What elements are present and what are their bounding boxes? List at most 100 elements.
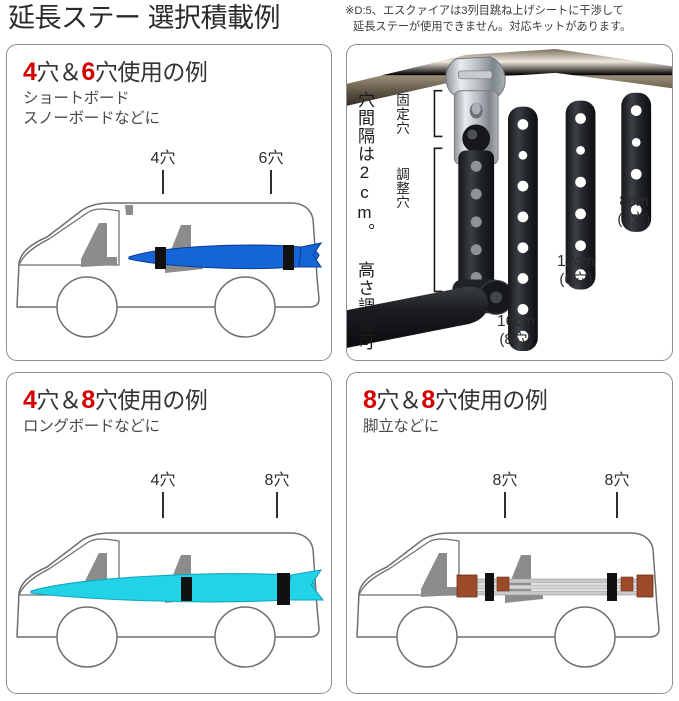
- van-antenna: [125, 205, 133, 215]
- callout-label: 8穴: [492, 472, 518, 489]
- callout-right: 8穴: [247, 471, 307, 518]
- heading-number-1: 8: [363, 386, 377, 414]
- size-label-16cm: 16cm (8穴): [477, 313, 555, 349]
- subtitle-line-2: スノーボードなどに: [23, 110, 160, 127]
- size-label-8cm: 8cm (4穴): [595, 193, 672, 229]
- van-illustration-ladder: [356, 532, 660, 668]
- longboard-tail-fins: [286, 569, 325, 601]
- ladder-bracket-left: [496, 576, 510, 592]
- bracket-fixed-hole: [433, 89, 443, 138]
- shortboard-illustration: [128, 242, 323, 270]
- mounted-stay-16cm: [458, 150, 495, 294]
- size-label-12cm: 12cm (6穴): [537, 253, 615, 289]
- van-rear-wheel: [554, 606, 616, 668]
- ladder-end-cap-left: [456, 574, 478, 598]
- note-line-1: ※D:5、エスクァイアは3列目跳ね上げシートに干渉して: [345, 5, 624, 17]
- strap-left: [485, 573, 494, 601]
- van-front-wheel: [56, 606, 118, 668]
- disclaimer-note: ※D:5、エスクァイアは3列目跳ね上げシートに干渉して 延長ステーが使用できませ…: [345, 4, 675, 35]
- panel-4-and-6-holes: 4穴＆6穴使用の例 ショートボード スノーボードなどに 4穴 6穴: [6, 44, 332, 361]
- callout-leader-line: [276, 492, 278, 518]
- callout-label: 6穴: [258, 150, 284, 167]
- size-value: 16cm: [497, 313, 535, 330]
- note-line-2: 延長ステーが使用できません。対応キットがあります。: [353, 20, 632, 33]
- heading-number-2: 6: [81, 58, 95, 86]
- heading-amp: ＆: [398, 387, 422, 413]
- van-illustration-longboard: [16, 532, 320, 668]
- bracket-adjust-hole: [433, 147, 443, 293]
- panel-4-and-8-holes: 4穴＆8穴使用の例 ロングボードなどに 4穴 8穴: [6, 372, 332, 694]
- subtitle-line-1: ショートボード: [23, 90, 130, 107]
- heading-text-2: 穴使用の例: [94, 387, 208, 413]
- page-title: 延長ステー 選択積載例: [8, 3, 281, 33]
- panel-heading: 4穴＆6穴使用の例: [23, 57, 208, 87]
- size-value: 12cm: [557, 253, 595, 270]
- stay-8cm: [621, 92, 652, 232]
- longboard-illustration: [30, 569, 325, 605]
- callout-label: 4穴: [150, 472, 176, 489]
- panel-subtitle: 脚立などに: [363, 417, 439, 437]
- heading-number-1: 4: [23, 58, 37, 86]
- size-holes: (4穴): [617, 211, 651, 228]
- shortboard-tail-fins: [298, 242, 323, 268]
- callout-right: 6穴: [241, 149, 301, 194]
- chrome-clamp: [445, 56, 506, 165]
- callout-left: 8穴: [475, 471, 535, 518]
- callout-label: 8穴: [264, 472, 290, 489]
- heading-text-1: 穴: [36, 387, 59, 413]
- subtitle-line-1: 脚立などに: [363, 418, 440, 435]
- panel-stay-product-photo: 穴間隔は2cm。 高さ調整可 固定穴 調整穴 16cm (8穴) 12cm (6…: [346, 44, 673, 361]
- heading-number-1: 4: [23, 386, 37, 414]
- heading-amp: ＆: [58, 59, 82, 85]
- strap-left: [155, 247, 166, 269]
- stay-16cm: [508, 106, 538, 352]
- size-holes: (6穴): [559, 271, 593, 288]
- heading-text-2: 穴使用の例: [434, 387, 548, 413]
- van-rear-wheel: [214, 276, 276, 338]
- size-holes: (8穴): [499, 331, 533, 348]
- subtitle-line-1: ロングボードなどに: [23, 418, 160, 435]
- van-seat-front: [81, 223, 117, 267]
- ladder-illustration: [456, 573, 654, 601]
- heading-number-2: 8: [81, 386, 95, 414]
- stay-arm: [347, 286, 489, 348]
- callout-leader-line: [162, 170, 164, 194]
- callout-label: 4穴: [150, 150, 176, 167]
- ladder-bracket-right: [620, 576, 634, 592]
- stay-hardware-photo: [347, 48, 672, 352]
- van-seat-front: [421, 553, 457, 597]
- ladder-end-cap-right: [636, 574, 654, 598]
- vertical-note-hole-spacing: 穴間隔は2cm。 高さ調整可: [355, 91, 374, 351]
- callout-left: 4穴: [133, 149, 193, 194]
- strap-left: [181, 577, 192, 601]
- panel-8-and-8-holes: 8穴＆8穴使用の例 脚立などに 8穴 8穴: [346, 372, 673, 694]
- callout-left: 4穴: [133, 471, 193, 518]
- heading-text-1: 穴: [376, 387, 399, 413]
- panel-subtitle: ショートボード スノーボードなどに: [23, 89, 160, 129]
- stay-12cm: [565, 100, 596, 290]
- panel-heading: 4穴＆8穴使用の例: [23, 385, 208, 415]
- shortboard-body: [128, 244, 320, 270]
- label-adjust-hole: 調整穴: [394, 167, 409, 209]
- van-illustration-shortboard: [16, 202, 320, 338]
- panel-heading: 8穴＆8穴使用の例: [363, 385, 548, 415]
- callout-leader-line: [270, 170, 272, 194]
- callout-leader-line: [162, 492, 164, 518]
- heading-amp: ＆: [58, 387, 82, 413]
- ladder-rail-bottom: [472, 590, 646, 596]
- strap-right: [283, 245, 294, 270]
- callout-right: 8穴: [587, 471, 647, 518]
- van-front-wheel: [396, 606, 458, 668]
- size-value: 8cm: [619, 193, 649, 210]
- callout-leader-line: [616, 492, 618, 518]
- strap-right: [607, 573, 617, 601]
- label-fixed-hole: 固定穴: [394, 93, 409, 135]
- heading-number-2: 8: [421, 386, 435, 414]
- callout-label: 8穴: [604, 472, 630, 489]
- van-rear-wheel: [214, 606, 276, 668]
- heading-text-1: 穴: [36, 59, 59, 85]
- panel-subtitle: ロングボードなどに: [23, 417, 160, 437]
- roof-crossbar: [347, 48, 672, 106]
- van-front-wheel: [56, 276, 118, 338]
